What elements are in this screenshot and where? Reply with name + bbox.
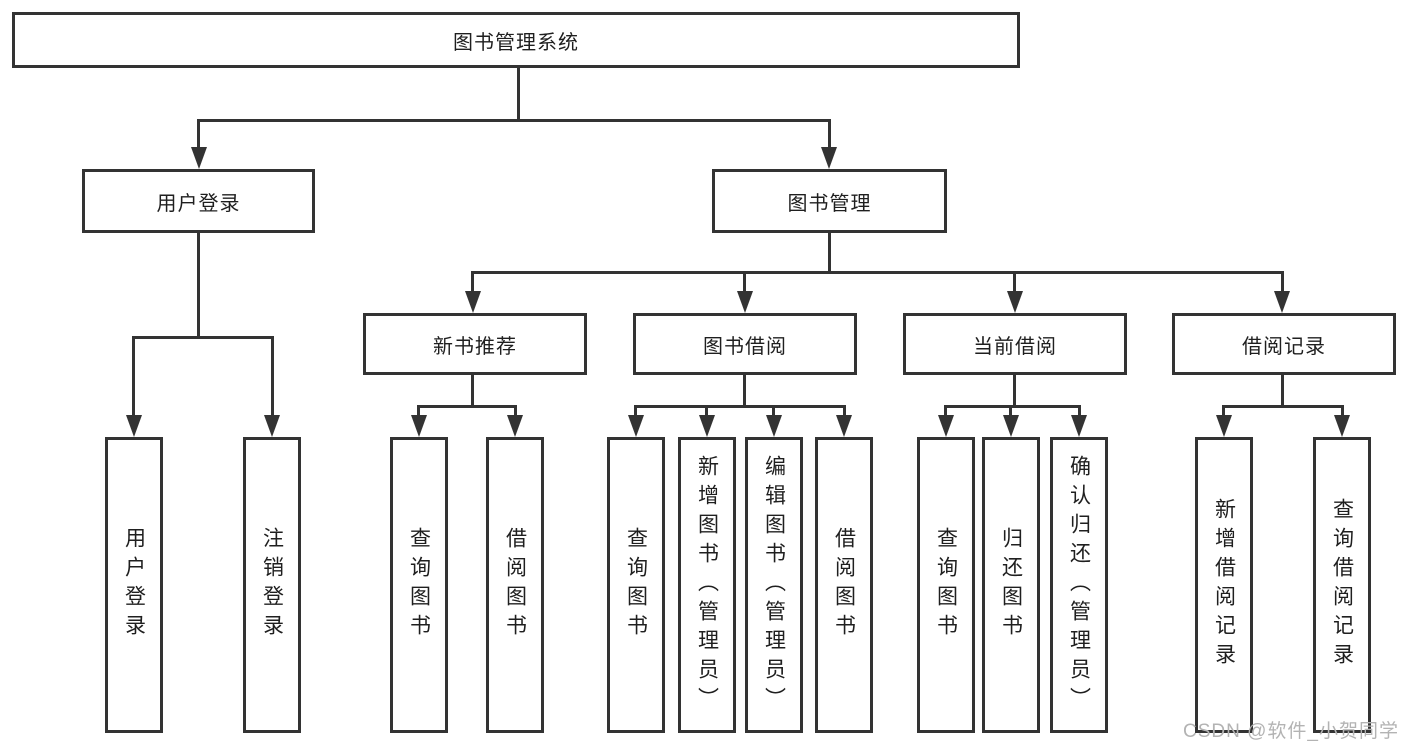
- connector-line: [634, 405, 637, 417]
- csdn-watermark: CSDN @软件_小贺同学: [1183, 721, 1399, 742]
- leaf-br-add-record: 新增借阅记录: [1195, 437, 1253, 733]
- connector-line: [743, 375, 746, 405]
- connector-line: [772, 405, 775, 417]
- arrow-down-icon: [1216, 415, 1232, 437]
- leaf-logout-label: 注销登录: [260, 527, 284, 643]
- leaf-cb-query-books: 查询图书: [917, 437, 975, 733]
- leaf-cb-confirm-return-admin-label: 确认归还（管理员）: [1067, 454, 1091, 716]
- connector-line: [843, 405, 846, 417]
- connector-line: [1281, 375, 1284, 405]
- connector-line: [132, 336, 274, 339]
- node-root: 图书管理系统: [12, 12, 1020, 68]
- node-book-borrowing-label: 图书借阅: [703, 335, 787, 358]
- leaf-bb-add-books-admin-label: 新增图书（管理员）: [695, 454, 719, 716]
- arrow-down-icon: [1007, 291, 1023, 313]
- connector-line: [828, 233, 831, 271]
- arrow-down-icon: [191, 147, 207, 169]
- arrow-down-icon: [737, 291, 753, 313]
- leaf-rec-query-books-label: 查询图书: [407, 527, 431, 643]
- leaf-rec-borrow-books: 借阅图书: [486, 437, 544, 733]
- connector-line: [514, 405, 517, 417]
- connector-line: [1013, 271, 1016, 293]
- leaf-br-query-record-label: 查询借阅记录: [1330, 498, 1354, 672]
- node-current-borrowing-label: 当前借阅: [973, 335, 1057, 358]
- leaf-user-login: 用户登录: [105, 437, 163, 733]
- arrow-down-icon: [507, 415, 523, 437]
- arrow-down-icon: [264, 415, 280, 437]
- arrow-down-icon: [1334, 415, 1350, 437]
- leaf-cb-return-books: 归还图书: [982, 437, 1040, 733]
- connector-line: [944, 405, 947, 417]
- node-borrowing-records: 借阅记录: [1172, 313, 1396, 375]
- connector-line: [417, 405, 420, 417]
- connector-line: [944, 405, 1081, 408]
- connector-line: [828, 119, 831, 149]
- leaf-br-query-record: 查询借阅记录: [1313, 437, 1371, 733]
- leaf-bb-edit-books-admin: 编辑图书（管理员）: [745, 437, 803, 733]
- connector-line: [471, 271, 1284, 274]
- connector-line: [1009, 405, 1012, 417]
- arrow-down-icon: [1003, 415, 1019, 437]
- connector-line: [471, 271, 474, 293]
- arrow-down-icon: [836, 415, 852, 437]
- connector-line: [132, 336, 135, 417]
- arrow-down-icon: [628, 415, 644, 437]
- arrow-down-icon: [411, 415, 427, 437]
- leaf-rec-borrow-books-label: 借阅图书: [503, 527, 527, 643]
- leaf-logout: 注销登录: [243, 437, 301, 733]
- connector-line: [517, 68, 520, 119]
- leaf-bb-query-books: 查询图书: [607, 437, 665, 733]
- node-new-book-recommend-label: 新书推荐: [433, 335, 517, 358]
- leaf-bb-query-books-label: 查询图书: [624, 527, 648, 643]
- arrow-down-icon: [1274, 291, 1290, 313]
- node-book-management-label: 图书管理: [787, 192, 872, 215]
- arrow-down-icon: [821, 147, 837, 169]
- connector-line: [1341, 405, 1344, 417]
- leaf-cb-return-books-label: 归还图书: [999, 527, 1023, 643]
- leaf-bb-edit-books-admin-label: 编辑图书（管理员）: [762, 454, 786, 716]
- node-current-borrowing: 当前借阅: [903, 313, 1127, 375]
- connector-line: [634, 405, 846, 408]
- leaf-rec-query-books: 查询图书: [390, 437, 448, 733]
- connector-line: [271, 336, 274, 417]
- connector-line: [1078, 405, 1081, 417]
- arrow-down-icon: [699, 415, 715, 437]
- connector-line: [197, 233, 200, 336]
- leaf-bb-borrow-books-label: 借阅图书: [832, 527, 856, 643]
- leaf-cb-query-books-label: 查询图书: [934, 527, 958, 643]
- arrow-down-icon: [938, 415, 954, 437]
- connector-line: [197, 119, 831, 122]
- node-new-book-recommend: 新书推荐: [363, 313, 587, 375]
- leaf-user-login-label: 用户登录: [122, 527, 146, 643]
- node-book-borrowing: 图书借阅: [633, 313, 857, 375]
- connector-line: [197, 119, 200, 149]
- node-borrowing-records-label: 借阅记录: [1242, 335, 1326, 358]
- leaf-bb-add-books-admin: 新增图书（管理员）: [678, 437, 736, 733]
- node-root-label: 图书管理系统: [453, 31, 579, 54]
- connector-line: [1013, 375, 1016, 405]
- leaf-cb-confirm-return-admin: 确认归还（管理员）: [1050, 437, 1108, 733]
- arrow-down-icon: [1071, 415, 1087, 437]
- connector-line: [1222, 405, 1344, 408]
- connector-line: [1222, 405, 1225, 417]
- arrow-down-icon: [766, 415, 782, 437]
- leaf-br-add-record-label: 新增借阅记录: [1212, 498, 1236, 672]
- arrow-down-icon: [465, 291, 481, 313]
- node-user-login-label: 用户登录: [156, 192, 241, 215]
- leaf-bb-borrow-books: 借阅图书: [815, 437, 873, 733]
- connector-line: [471, 375, 474, 405]
- connector-line: [1281, 271, 1284, 293]
- connector-line: [743, 271, 746, 293]
- connector-line: [705, 405, 708, 417]
- connector-line: [417, 405, 517, 408]
- arrow-down-icon: [126, 415, 142, 437]
- node-user-login: 用户登录: [82, 169, 315, 233]
- node-book-management: 图书管理: [712, 169, 947, 233]
